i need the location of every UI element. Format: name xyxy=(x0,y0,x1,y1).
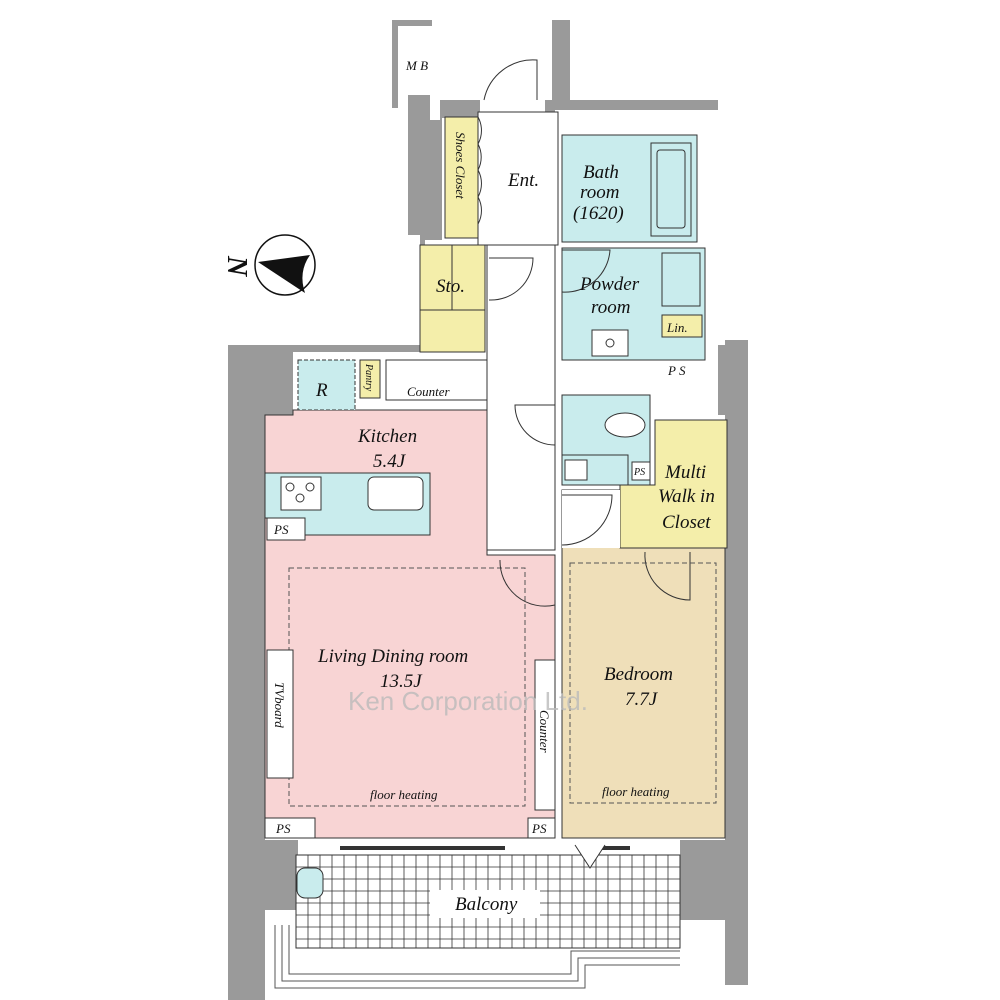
entrance-label: Ent. xyxy=(507,170,539,191)
wic-label-3: Closet xyxy=(662,512,711,533)
powder-label-1: Powder xyxy=(579,274,640,295)
shoes-closet-label: Shoes Closet xyxy=(453,132,468,199)
powder-label-2: room xyxy=(591,297,630,318)
wic-label-2: Walk in xyxy=(658,486,715,507)
kitchen-label: Kitchen xyxy=(357,426,417,447)
storage-label: Sto. xyxy=(436,276,465,297)
linen-closet xyxy=(661,314,703,338)
front-door[interactable] xyxy=(483,59,538,101)
bedroom-floor-heating-label: floor heating xyxy=(602,784,670,799)
ps-vertical-label: P S xyxy=(667,363,686,378)
toilet-door[interactable] xyxy=(514,404,556,446)
ldr-floor-heating-label: floor heating xyxy=(370,787,438,802)
refrigerator-label: R xyxy=(315,380,328,401)
powder-room xyxy=(561,247,706,361)
side-counter-label: Counter xyxy=(537,710,552,754)
balcony-label: Balcony xyxy=(455,894,518,915)
ps-bottom-left-label: PS xyxy=(275,821,291,836)
pantry-label: Pantry xyxy=(363,363,374,392)
bedroom-balcony-door[interactable] xyxy=(574,844,606,869)
washing-machine-icon xyxy=(661,252,701,307)
ldr-label: Living Dining room xyxy=(317,646,468,667)
washbasin-icon xyxy=(591,329,629,357)
shoes-closet-doors[interactable] xyxy=(477,116,482,225)
floor-heating-zone-bedroom xyxy=(569,562,717,804)
tv-board xyxy=(266,649,294,779)
bedroom-size: 7.7J xyxy=(625,689,659,710)
storage-door[interactable] xyxy=(488,257,534,301)
side-counter xyxy=(534,659,556,811)
counter-top xyxy=(385,359,488,401)
ldr-size: 13.5J xyxy=(380,671,423,692)
powder-door[interactable] xyxy=(561,249,611,293)
watermark: Ken Corporation Ltd. xyxy=(348,686,588,716)
bedroom-door[interactable] xyxy=(561,494,613,546)
sink-icon xyxy=(367,476,424,511)
counter-top-label: Counter xyxy=(407,384,451,399)
toilet-icon xyxy=(604,412,646,438)
balcony: Balcony xyxy=(274,854,681,989)
compass-north-icon: N xyxy=(221,234,316,296)
ps-toilet-label: PS xyxy=(633,467,645,478)
bathtub-icon xyxy=(650,142,692,237)
ps-bottom-mid-label: PS xyxy=(531,821,547,836)
stove-icon xyxy=(280,476,322,511)
mb-label: M B xyxy=(405,58,428,73)
walls xyxy=(228,20,748,1000)
pantry xyxy=(359,359,381,399)
bathroom xyxy=(561,134,698,243)
linen-label: Lin. xyxy=(666,320,688,335)
compass-label: N xyxy=(221,255,252,278)
ps-kitchen-label: PS xyxy=(273,522,289,537)
refrigerator-space xyxy=(297,359,356,411)
tv-board-label: TVboard xyxy=(272,682,287,728)
shoes-closet xyxy=(444,116,479,239)
bath-label-1: Bath xyxy=(583,162,619,183)
bath-label-3: (1620) xyxy=(573,203,624,224)
ldr-door[interactable] xyxy=(499,559,556,607)
kitchen-size: 5.4J xyxy=(373,451,407,472)
wic-door[interactable] xyxy=(644,551,691,601)
wic-label-1: Multi xyxy=(664,462,706,483)
corridor xyxy=(486,244,556,551)
bath-label-2: room xyxy=(580,182,619,203)
bedroom-label: Bedroom xyxy=(604,664,673,685)
faucet-icon xyxy=(296,867,324,899)
